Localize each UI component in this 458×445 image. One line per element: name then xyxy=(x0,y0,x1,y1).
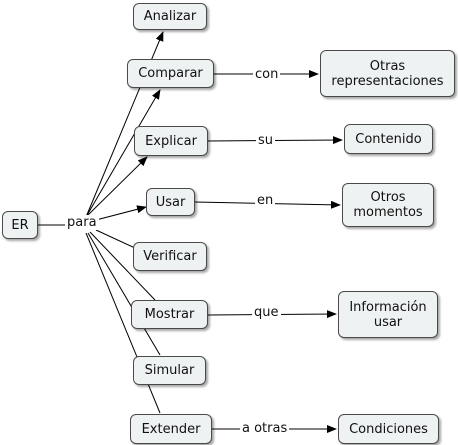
node-simular[interactable]: Simular xyxy=(133,356,206,385)
link-label-con: con xyxy=(253,67,281,82)
link-label-su: su xyxy=(256,133,276,148)
node-explicar[interactable]: Explicar xyxy=(134,126,208,156)
node-extender[interactable]: Extender xyxy=(130,414,212,444)
node-er[interactable]: ER xyxy=(2,211,38,239)
node-informacion-usar[interactable]: Información usar xyxy=(338,291,438,338)
node-analizar[interactable]: Analizar xyxy=(133,3,207,30)
node-otras-representaciones[interactable]: Otras representaciones xyxy=(320,50,455,97)
node-comparar[interactable]: Comparar xyxy=(127,59,214,88)
link-label-que: que xyxy=(252,305,281,320)
node-otros-momentos[interactable]: Otros momentos xyxy=(342,183,434,227)
node-mostrar[interactable]: Mostrar xyxy=(131,300,208,329)
node-contenido[interactable]: Contenido xyxy=(344,124,433,154)
link-label-en: en xyxy=(255,193,276,208)
node-usar[interactable]: Usar xyxy=(146,188,195,216)
link-label-para: para xyxy=(65,215,99,230)
node-condiciones[interactable]: Condiciones xyxy=(338,414,439,444)
link-label-a-otras: a otras xyxy=(240,421,290,436)
node-verificar[interactable]: Verificar xyxy=(133,242,207,271)
